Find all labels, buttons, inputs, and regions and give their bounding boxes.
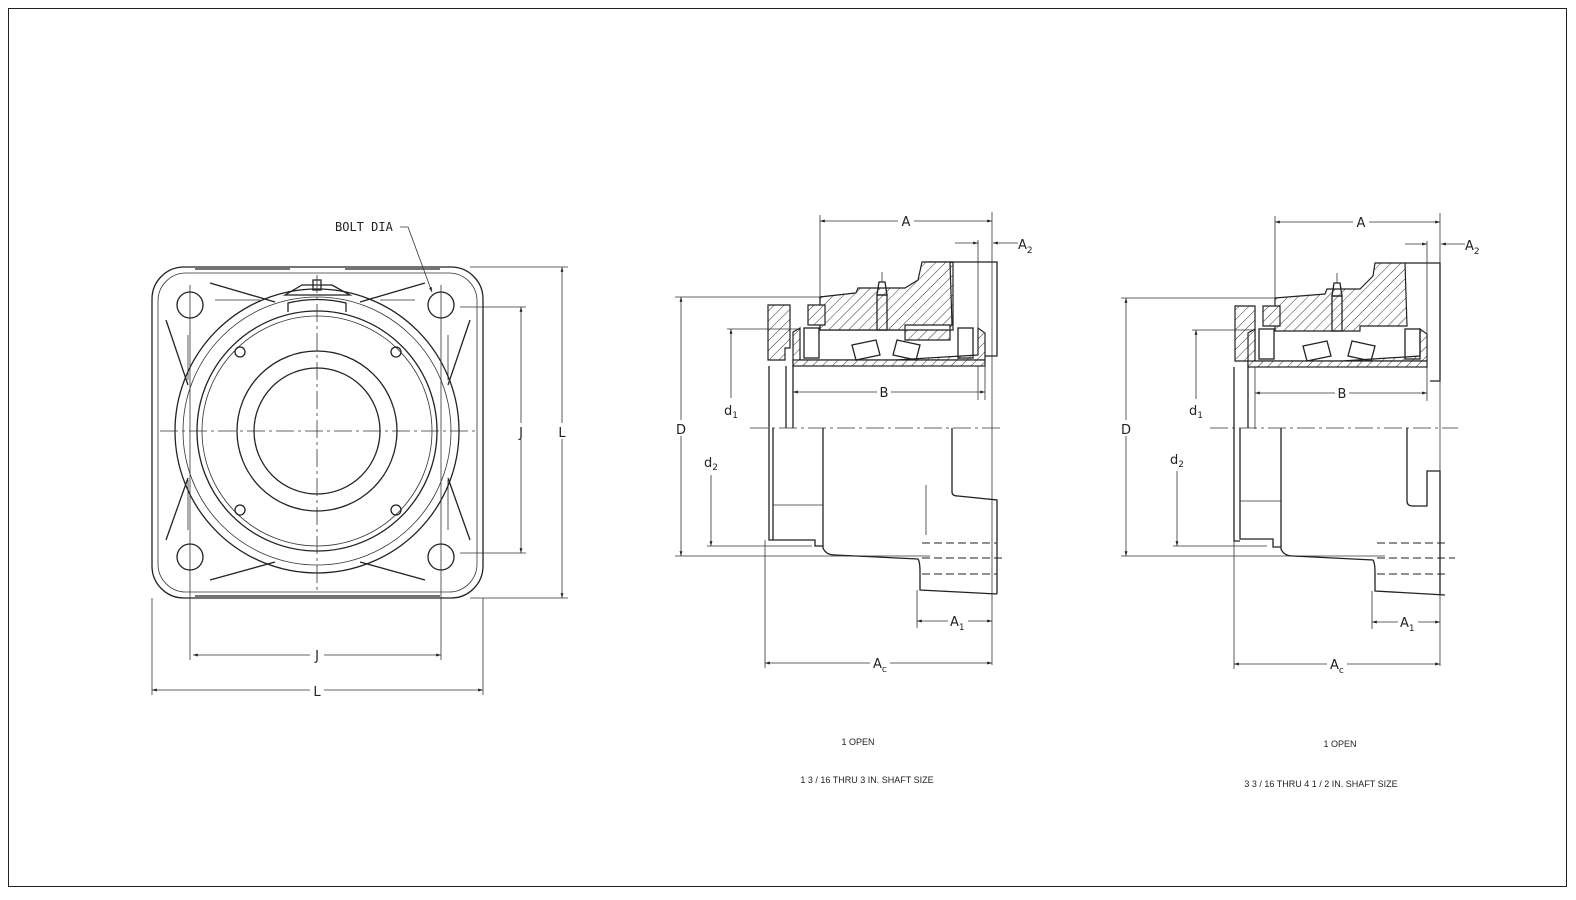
dim-label-l-vertical: L [558,426,566,441]
dim-label-a2: A2 [1018,238,1033,256]
dim-label-b: B [1338,387,1347,402]
roller-icon [957,327,974,359]
dim-label-d1: d1 [1189,404,1203,421]
dim-label-j-vertical: J [518,426,523,441]
roller-icon [803,327,820,359]
dim-label-a1: A1 [950,615,965,633]
front-view: J L J L BOLT DIA [151,220,569,700]
side-view-small-shaft: A A2 B D d1 [673,212,1033,785]
dim-label-d2: d2 [704,456,718,473]
dim-label-d: D [676,423,686,438]
dim-label-l-horizontal: L [313,685,321,700]
dim-label-a1: A1 [1400,616,1415,634]
flange-outline [151,266,484,599]
dim-label-b: B [880,386,889,401]
dim-label-d2: d2 [1170,453,1184,470]
dim-label-a: A [902,215,911,230]
caption-seal-type: 1 OPEN [841,737,874,747]
roller-icon [1258,328,1275,360]
bolt-dia-label: BOLT DIA [335,220,394,234]
dim-label-a: A [1357,216,1366,231]
caption-shaft-size: 1 3 / 16 THRU 3 IN. SHAFT SIZE [800,775,933,785]
caption-shaft-size: 3 3 / 16 THRU 4 1 / 2 IN. SHAFT SIZE [1244,779,1397,789]
dim-label-a2: A2 [1465,239,1480,257]
drawing-border [8,8,1567,887]
caption-seal-type: 1 OPEN [1323,739,1356,749]
side-view-large-shaft: A A2 B D d1 d2 [1118,213,1480,789]
roller-icon [1404,328,1421,360]
dim-label-d: D [1121,423,1131,438]
dim-label-d1: d1 [724,404,738,421]
dim-label-j-horizontal: J [314,649,319,664]
dim-label-ac: Ac [873,657,887,675]
dim-label-ac: Ac [1330,658,1344,676]
